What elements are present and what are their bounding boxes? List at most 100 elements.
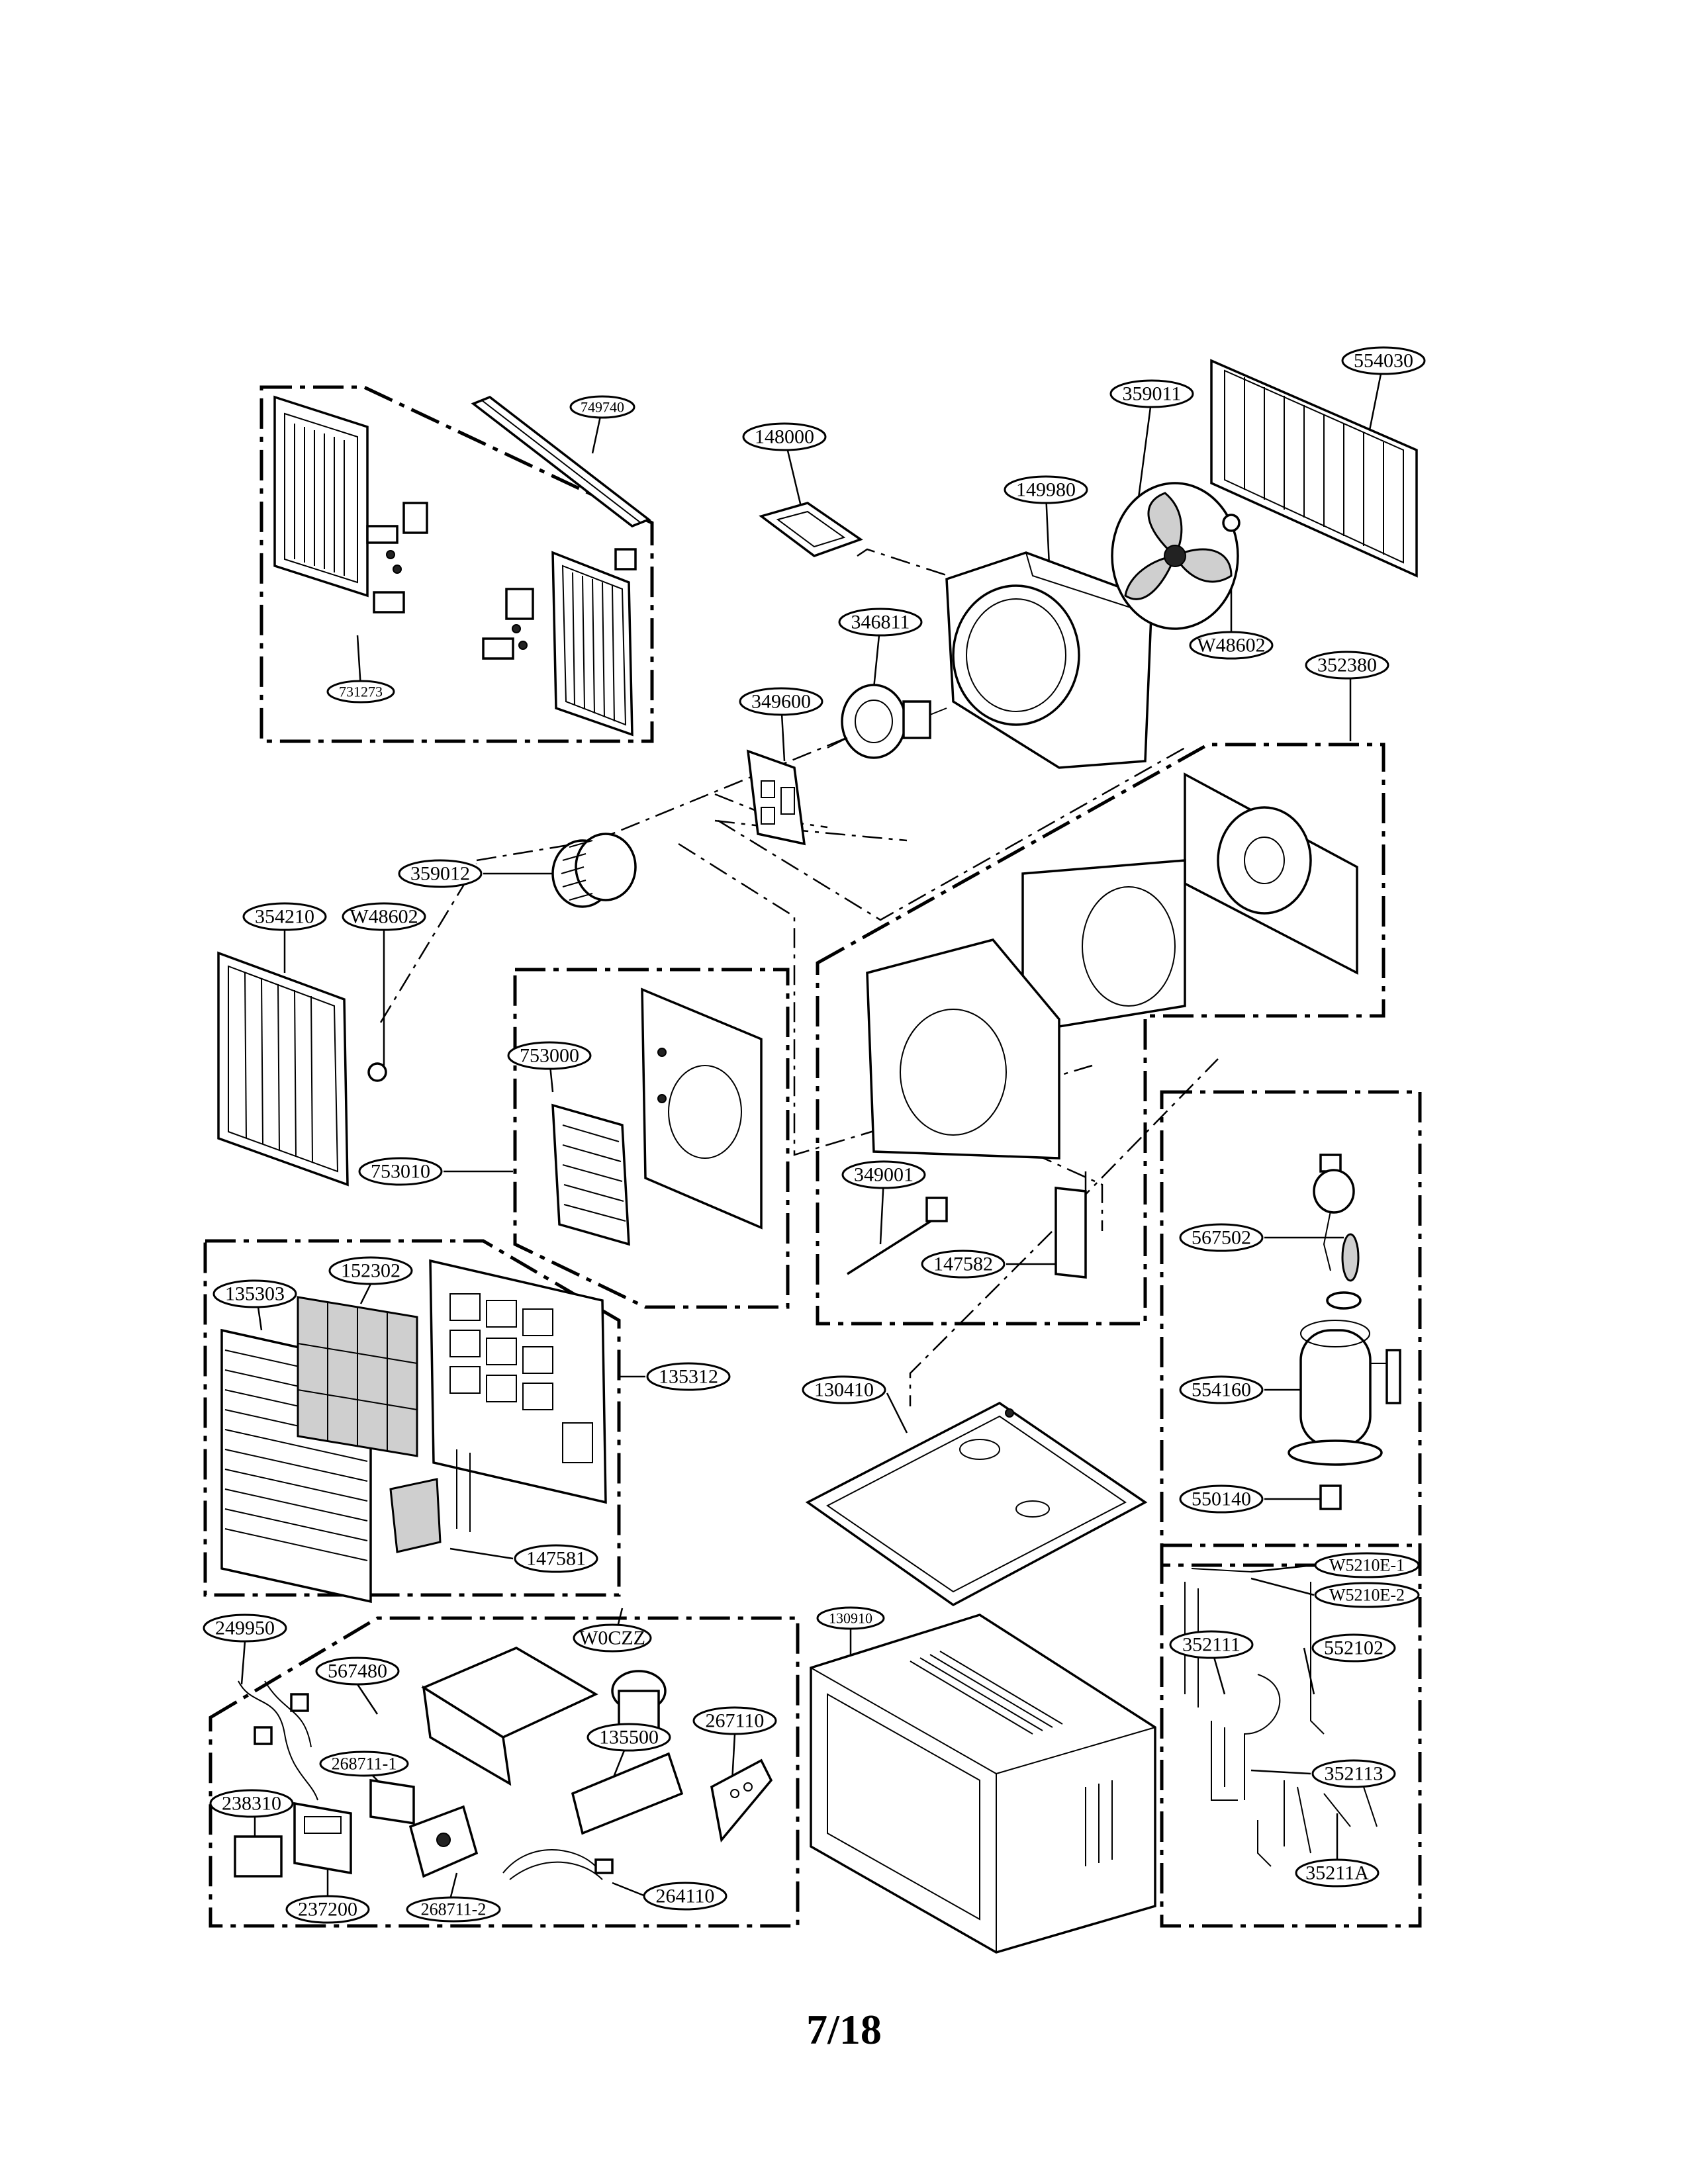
control-box-W0CZZ — [421, 1647, 667, 1786]
label-352380: 352380 — [1305, 651, 1389, 680]
svg-text:W5210E-1: W5210E-1 — [1329, 1556, 1405, 1575]
page-number: 7/18 — [806, 2006, 882, 2053]
svg-text:349001: 349001 — [854, 1164, 914, 1186]
label-359012: 359012 — [398, 859, 483, 888]
svg-text:753000: 753000 — [520, 1045, 579, 1067]
group-bottom-panel — [513, 968, 790, 1309]
label-W5210E-1: W5210E-1 — [1314, 1552, 1420, 1578]
svg-text:135500: 135500 — [599, 1727, 659, 1749]
window-brackets — [366, 502, 637, 660]
label-753010: 753010 — [358, 1157, 443, 1186]
group-tubing — [1160, 1543, 1422, 1928]
seal-147582 — [1055, 1187, 1087, 1279]
label-W5210E-2: W5210E-2 — [1314, 1582, 1420, 1608]
clamp-W48602-lower — [367, 1062, 387, 1082]
pcb-237200 — [293, 1801, 352, 1875]
label-148000: 148000 — [742, 422, 827, 451]
svg-text:268711-2: 268711-2 — [421, 1900, 487, 1919]
pcb-268711-2 — [408, 1805, 479, 1878]
label-135500: 135500 — [586, 1723, 671, 1752]
group-front-grille — [203, 1239, 621, 1597]
label-264110: 264110 — [643, 1882, 727, 1911]
label-352113: 352113 — [1311, 1759, 1396, 1788]
group-borders — [203, 385, 1422, 1928]
louver-assembly-753010 — [551, 1103, 630, 1246]
svg-text:135303: 135303 — [225, 1283, 285, 1305]
label-753000: 753000 — [507, 1041, 592, 1070]
svg-text:237200: 237200 — [298, 1899, 357, 1921]
label-152302: 152302 — [328, 1256, 413, 1285]
svg-text:552102: 552102 — [1324, 1637, 1383, 1659]
fan-blade-359011 — [1111, 482, 1239, 630]
svg-text:731273: 731273 — [339, 684, 383, 700]
svg-text:130910: 130910 — [829, 1610, 872, 1627]
group-window-panel — [259, 385, 654, 743]
label-135303: 135303 — [212, 1279, 297, 1308]
parts — [217, 359, 1418, 1954]
group-electrical — [209, 1616, 800, 1928]
label-352111: 352111 — [1169, 1630, 1254, 1659]
svg-text:267110: 267110 — [706, 1710, 765, 1732]
wire-rod-349001 — [847, 1197, 948, 1275]
svg-text:147582: 147582 — [933, 1253, 993, 1275]
svg-text:152302: 152302 — [341, 1260, 400, 1282]
label-147581: 147581 — [514, 1544, 598, 1573]
condenser-coil-554030 — [1210, 359, 1418, 578]
svg-text:148000: 148000 — [755, 426, 814, 448]
label-147582: 147582 — [921, 1250, 1006, 1279]
pcb-268711-1 — [369, 1778, 415, 1825]
clamp-W48602-upper — [1222, 514, 1241, 532]
control-panel-753000 — [641, 987, 763, 1230]
cabinet-130910 — [810, 1614, 1156, 1954]
svg-text:W0CZZ: W0CZZ — [579, 1627, 645, 1649]
svg-text:352380: 352380 — [1317, 655, 1377, 676]
svg-text:753010: 753010 — [371, 1161, 430, 1183]
wire-harness-264110 — [502, 1849, 614, 1880]
label-349001: 349001 — [841, 1160, 926, 1189]
svg-text:554030: 554030 — [1354, 350, 1413, 372]
label-349600: 349600 — [739, 687, 823, 716]
svg-text:352111: 352111 — [1182, 1634, 1241, 1656]
blower-wheel-359012 — [551, 833, 637, 908]
label-731273: 731273 — [326, 680, 395, 704]
label-267110: 267110 — [692, 1706, 777, 1735]
label-550140: 550140 — [1179, 1484, 1264, 1514]
cover-135500 — [571, 1752, 684, 1835]
label-130910: 130910 — [816, 1606, 885, 1630]
window-side-panel-right — [551, 551, 633, 737]
label-567480: 567480 — [315, 1657, 400, 1686]
grommet-550140 — [1319, 1484, 1342, 1510]
svg-text:268711-1: 268711-1 — [332, 1754, 397, 1774]
display-238310 — [234, 1835, 283, 1878]
label-130410: 130410 — [802, 1375, 886, 1404]
accumulator-567502 — [1313, 1154, 1362, 1310]
label-249950: 249950 — [203, 1614, 287, 1643]
fan-motor-346811 — [827, 684, 947, 759]
svg-text:238310: 238310 — [222, 1793, 281, 1815]
label-346811: 346811 — [838, 608, 923, 637]
svg-text:349600: 349600 — [751, 691, 811, 713]
window-top-rail — [471, 396, 651, 527]
label-554030: 554030 — [1341, 346, 1426, 375]
svg-text:359012: 359012 — [410, 863, 470, 885]
svg-text:554160: 554160 — [1192, 1379, 1251, 1401]
group-fan-shroud — [816, 743, 1385, 1326]
label-237200: 237200 — [285, 1895, 370, 1924]
label-554160: 554160 — [1179, 1375, 1264, 1404]
svg-text:264110: 264110 — [656, 1886, 715, 1907]
label-567502: 567502 — [1179, 1223, 1264, 1252]
louver-147581 — [389, 1449, 471, 1553]
svg-text:567502: 567502 — [1192, 1227, 1251, 1249]
label-135312: 135312 — [646, 1362, 731, 1391]
svg-text:135312: 135312 — [659, 1366, 718, 1388]
svg-text:W48602: W48602 — [1197, 635, 1265, 657]
label-149980: 149980 — [1004, 475, 1088, 504]
label-238310: 238310 — [209, 1789, 294, 1818]
compressor-554160 — [1288, 1320, 1401, 1466]
base-shroud-352380 — [866, 772, 1358, 1160]
svg-text:346811: 346811 — [851, 612, 910, 633]
svg-text:352113: 352113 — [1325, 1763, 1383, 1785]
part-labels: 749740 731273 148000 149980 359011 55403… — [203, 346, 1426, 1924]
motor-mount-349600 — [746, 749, 806, 846]
wire-harness-249950 — [238, 1680, 318, 1801]
